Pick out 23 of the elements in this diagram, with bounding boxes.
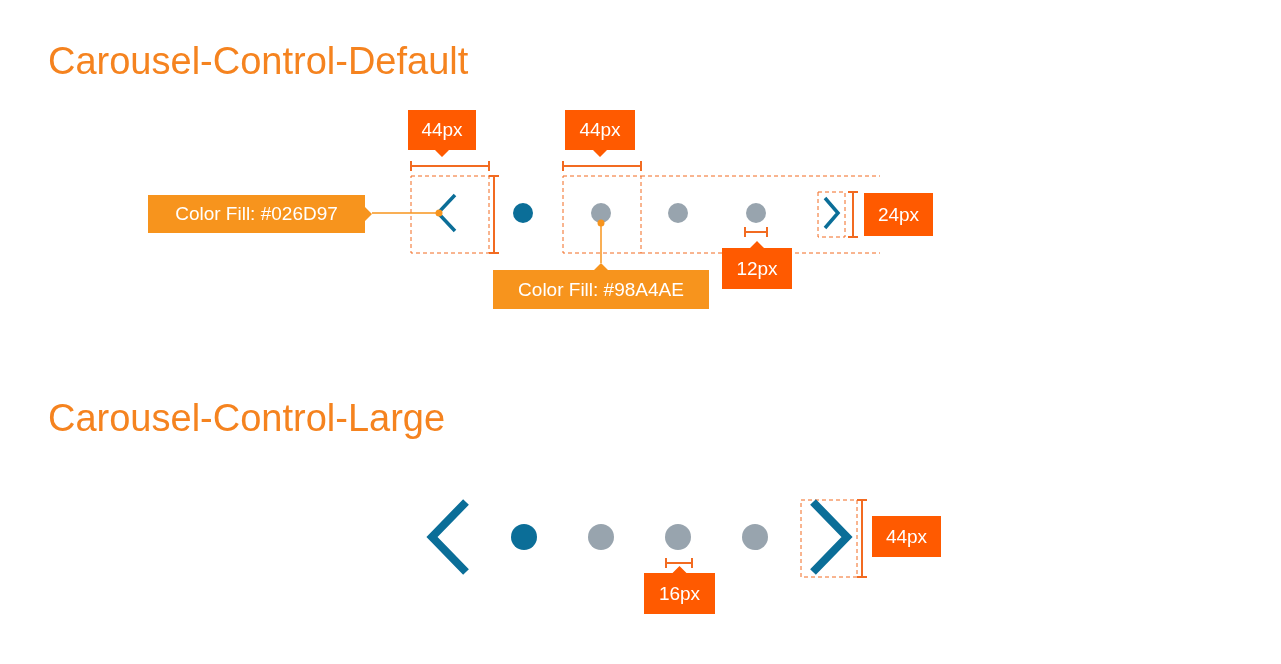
chevron-icon [823,196,841,230]
chevron-icon [426,499,469,575]
leader-line [597,219,605,264]
pagination-dot [511,524,537,550]
dimension-label: 44px [872,516,941,557]
dimension-label: 16px [644,566,715,614]
pagination-dot [588,524,614,550]
dimension-label: 24px [864,193,933,236]
color-callout: Color Fill: #026D97 [148,195,372,233]
pagination-dot [591,203,611,223]
section-heading: Carousel-Control-Default [48,40,469,83]
leader-line [371,209,443,217]
dimension-label: 12px [722,241,792,289]
pagination-dot [668,203,688,223]
pagination-dot [513,203,533,223]
pagination-dot [742,524,768,550]
color-callout: Color Fill: #98A4AE [493,263,709,309]
chevron-icon [810,499,853,575]
dimension-label: 44px [408,110,476,157]
pagination-dot [665,524,691,550]
section-heading: Carousel-Control-Large [48,397,446,440]
pagination-dot [746,203,766,223]
dimension-label: 44px [565,110,635,157]
